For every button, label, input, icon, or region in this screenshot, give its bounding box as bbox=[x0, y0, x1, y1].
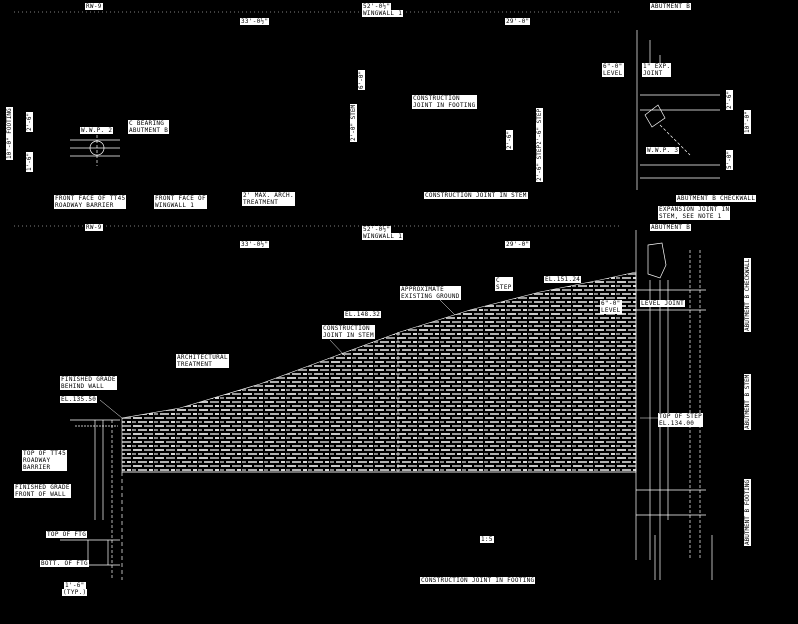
dim-v4: 2'-0" STEM bbox=[350, 103, 357, 142]
abut-right-stem: ABUTMENT B STEM bbox=[744, 373, 751, 430]
leader-lines bbox=[14, 11, 660, 419]
wingwall-sub-top: WINGWALL 1 bbox=[362, 10, 404, 17]
span-dim-mid-1: 33'-0½" bbox=[240, 241, 270, 248]
exp-joint-note-label: EXPANSION JOINT IN STEM, SEE NOTE 1 bbox=[658, 206, 731, 220]
approx-ground-label: APPROXIMATE EXISTING GROUND bbox=[400, 286, 461, 300]
cj-stem-label: CONSTRUCTION JOINT IN STEM bbox=[424, 192, 528, 199]
cj-footing-label: CONSTRUCTION JOINT IN FOOTING bbox=[412, 95, 477, 109]
span-dim-mid-2: 29'-0" bbox=[505, 241, 531, 248]
el-left-label: EL.135.50 bbox=[60, 396, 98, 403]
front-face-wingwall-label: FRONT FACE OF WINGWALL 1 bbox=[154, 195, 207, 209]
abut-right-checkwall: ABUTMENT B CHECKWALL bbox=[744, 257, 751, 332]
level-label-top: 6"-0" LEVEL bbox=[602, 63, 624, 77]
abutment-b-label-top: ABUTMENT B bbox=[650, 3, 692, 10]
dim-r2: 5'-0" bbox=[726, 149, 733, 170]
level-joint-label: LEVEL JOINT bbox=[640, 300, 686, 307]
top-ftg-label: TOP OF FTG bbox=[46, 531, 88, 538]
cj-stem-label-2: CONSTRUCTION JOINT IN STEM bbox=[322, 325, 375, 339]
dim-v3: 2'-6" bbox=[506, 129, 513, 150]
max-arch-label: 2' MAX. ARCH. TREATMENT bbox=[242, 192, 295, 206]
dim-v2: 2'-6" STEP bbox=[536, 107, 543, 146]
rw-label-top: RW-9 bbox=[85, 3, 103, 10]
top-of-tt45-label: TOP OF TT45 ROADWAY BARRIER bbox=[22, 450, 68, 471]
exp-joint-label: 1" EXP. JOINT bbox=[642, 63, 672, 77]
dim-r1: 10'-0" bbox=[744, 110, 751, 134]
top-of-step-label: TOP OF STEP EL.134.00 bbox=[658, 413, 704, 427]
span-dim-top-1: 33'-0½" bbox=[240, 18, 270, 25]
level-label-mid: 6"-0" LEVEL bbox=[600, 300, 622, 314]
finished-grade-behind-label: FINISHED GRADE BEHIND WALL bbox=[60, 376, 117, 390]
left-end-detail bbox=[60, 419, 123, 580]
dim-left2: 1'-6" bbox=[26, 151, 33, 172]
el-main-label: EL.148.32 bbox=[344, 311, 382, 318]
front-face-barrier-label: FRONT FACE OF TT45 ROADWAY BARRIER bbox=[54, 195, 127, 209]
dim-v1: 6'-0" bbox=[358, 69, 365, 90]
abutment-b-detail bbox=[635, 230, 713, 580]
c-step-label: C STEP bbox=[495, 277, 513, 291]
wall-elevation bbox=[121, 271, 637, 473]
wingwall-dim-top: 52'-0½" bbox=[362, 3, 392, 10]
bott-ftg-label: BOTT. OF FTG bbox=[40, 560, 89, 567]
slope-label: 1:5 bbox=[480, 536, 494, 543]
wwp3-label: W.W.P. 3 bbox=[646, 147, 680, 154]
abutment-b-label-mid: ABUTMENT B bbox=[650, 224, 692, 231]
wwp2-label: W.W.P. 2 bbox=[80, 127, 114, 134]
span-dim-top-2: 29'-0" bbox=[505, 18, 531, 25]
typ-label: (TYP.) bbox=[62, 589, 88, 596]
dim-v5: 2'-6" STEP bbox=[536, 143, 543, 182]
checkwall-label: ABUTMENT B CHECKWALL bbox=[676, 195, 757, 202]
rw-label-mid: RW-9 bbox=[85, 224, 103, 231]
arch-treatment-label: ARCHITECTURAL TREATMENT bbox=[176, 354, 229, 368]
finished-grade-front-label: FINISHED GRADE FRONT OF WALL bbox=[14, 484, 71, 498]
wingwall-sub-mid: WINGWALL 1 bbox=[362, 233, 404, 240]
wingwall-dim-mid: 52'-0½" bbox=[362, 226, 392, 233]
dim-left3: 2'-6" bbox=[26, 111, 33, 132]
plan-view bbox=[70, 30, 720, 190]
dim-left1: 10'-0" FOOTING bbox=[6, 107, 13, 160]
el-top-label: EL.151.24 bbox=[544, 276, 582, 283]
dim-r3: 2'-6" bbox=[726, 89, 733, 110]
bearing-label: C BEARING ABUTMENT B bbox=[128, 120, 170, 134]
cj-footing-bottom-label: CONSTRUCTION JOINT IN FOOTING bbox=[420, 577, 536, 584]
fig-ref-label: 1'-6" bbox=[64, 582, 86, 589]
abut-right-footing: ABUTMENT B FOOTING bbox=[744, 478, 751, 546]
